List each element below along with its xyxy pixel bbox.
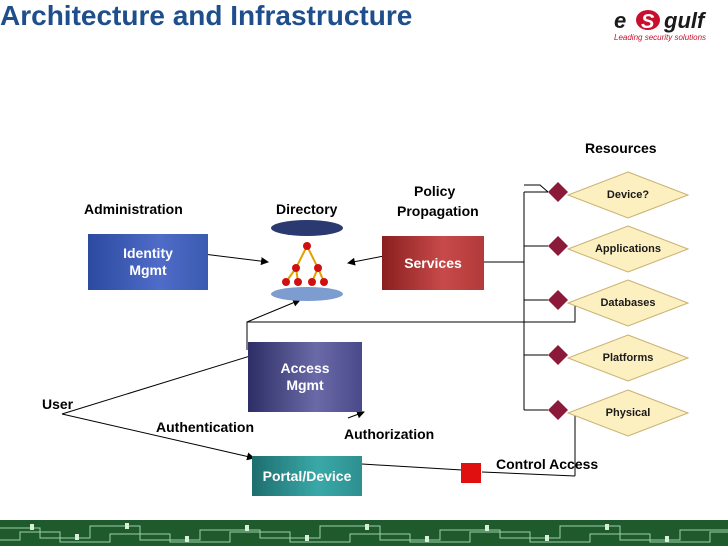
label-policy: Policy: [414, 183, 456, 199]
label-authorization: Authorization: [344, 426, 435, 442]
resource-label: Physical: [605, 407, 651, 419]
resource-label: Platforms: [602, 352, 654, 364]
diamond-icon: [548, 345, 568, 365]
page-title: Architecture and Infrastructure: [0, 0, 413, 31]
resource-label: Databases: [600, 297, 656, 309]
services-box: Services: [382, 236, 484, 290]
resource-item: [548, 400, 568, 425]
resource-item: [548, 182, 568, 207]
services-label: Services: [404, 254, 462, 271]
label-user: User: [42, 396, 74, 412]
diamond-icon: [548, 236, 568, 256]
resource-databases: Databases: [566, 278, 690, 328]
label-control-access: Control Access: [496, 456, 599, 472]
resource-label: Device?: [606, 189, 650, 201]
diamond-icon: [548, 400, 568, 420]
svg-text:gulf: gulf: [663, 8, 707, 33]
label-propagation: Propagation: [397, 203, 479, 219]
access-line1: Access: [280, 360, 330, 376]
identity-line1: Identity: [123, 245, 173, 261]
resource-applications: Applications: [566, 224, 690, 274]
resource-label: Applications: [594, 243, 661, 255]
resource-physical: Physical: [566, 388, 690, 438]
resource-item: [548, 236, 568, 261]
label-administration: Administration: [84, 201, 183, 217]
resource-item: [548, 290, 568, 315]
circuit-footer-strip: [0, 520, 728, 546]
resource-device: Device?: [566, 170, 690, 220]
portal-label: Portal/Device: [262, 467, 352, 484]
resource-item: [548, 345, 568, 370]
label-resources: Resources: [585, 140, 657, 156]
control-access-square: [461, 463, 481, 483]
esgulf-logo: e S gulf Leading security solutions: [612, 6, 724, 42]
resource-platforms: Platforms: [566, 333, 690, 383]
svg-text:S: S: [641, 11, 655, 33]
svg-text:Leading security solutions: Leading security solutions: [614, 33, 706, 42]
label-authentication: Authentication: [156, 419, 254, 435]
diamond-icon: [548, 182, 568, 202]
identity-line2: Mgmt: [129, 262, 167, 278]
label-directory: Directory: [276, 201, 338, 217]
access-line2: Mgmt: [286, 377, 324, 393]
portal-device-box: Portal/Device: [252, 456, 362, 496]
diamond-icon: [548, 290, 568, 310]
directory-icon: [271, 220, 343, 301]
svg-text:e: e: [614, 8, 626, 33]
